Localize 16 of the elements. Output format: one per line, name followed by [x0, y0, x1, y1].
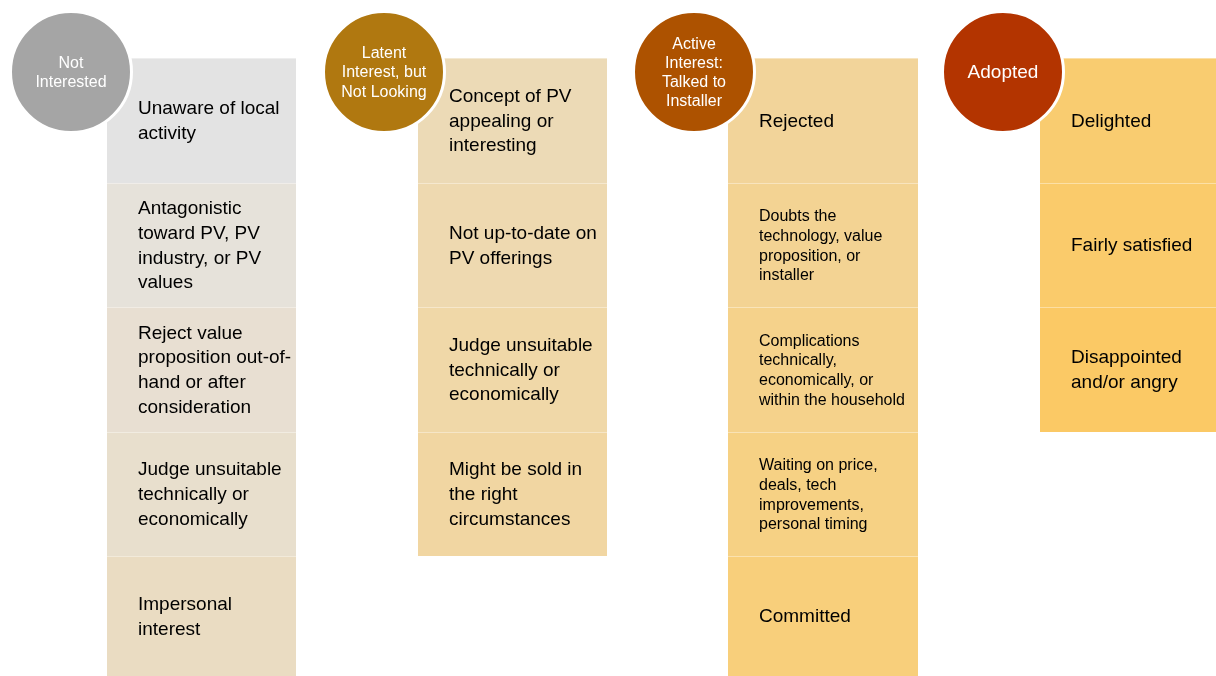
category-cell: Reject value proposition out-of-hand or after consideration: [107, 307, 296, 432]
category-cell: Fairly satisfied: [1040, 183, 1216, 307]
category-cell: Doubts the technology, value proposition, or installer: [728, 183, 918, 307]
category-cell: Complications technically, economically, or within the household: [728, 307, 918, 432]
category-cell: Unaware of local activity: [107, 58, 296, 183]
category-cell: Judge unsuitable technically or economically: [107, 432, 296, 556]
category-cell: Antagonistic toward PV, PV industry, or PV values: [107, 183, 296, 307]
category-cell: Waiting on price, deals, tech improvements, personal timing: [728, 432, 918, 556]
category-cell: Not up-to-date on PV offerings: [418, 183, 607, 307]
category-cell: Judge unsuitable technically or economically: [418, 307, 607, 432]
category-cell: Disappointed and/or angry: [1040, 307, 1216, 432]
category-cell: Rejected: [728, 58, 918, 183]
category-cell: Committed: [728, 556, 918, 676]
category-cell: Impersonal interest: [107, 556, 296, 676]
category-cell: Delighted: [1040, 58, 1216, 183]
category-cell: Might be sold in the right circumstances: [418, 432, 607, 556]
